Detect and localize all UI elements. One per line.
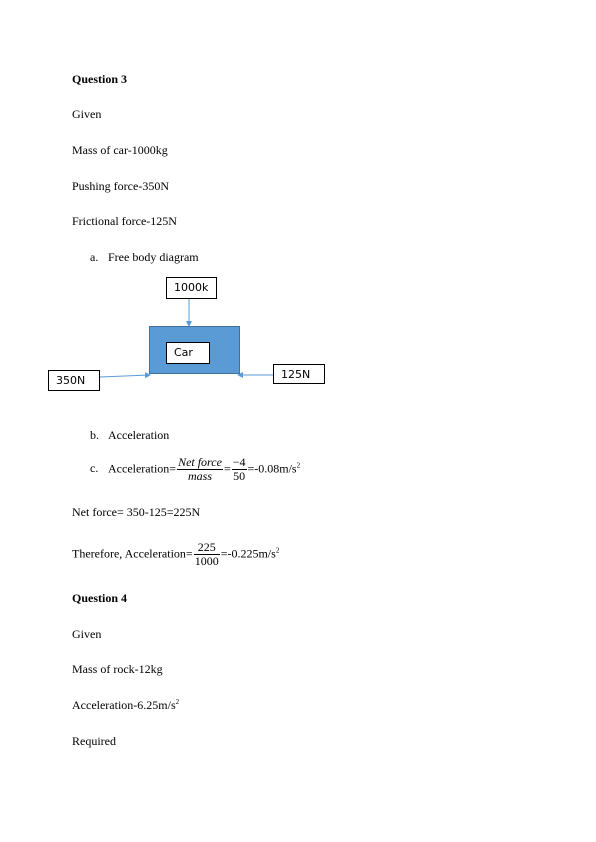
- pushing-force-text: Pushing force-350N: [72, 179, 169, 193]
- friction-force-label-box: 125N: [273, 364, 325, 384]
- frictional-force-text: Frictional force-125N: [72, 214, 177, 228]
- fraction-numerator: −4: [231, 455, 247, 470]
- q4-acceleration-line: Acceleration-6.25m/s2: [72, 698, 179, 713]
- fraction-denominator: mass: [187, 469, 212, 483]
- question-4-heading: Question 4: [72, 591, 128, 605]
- therefore-prefix: Therefore, Acceleration=: [72, 546, 193, 561]
- exponent: 2: [175, 698, 180, 706]
- fraction-denominator: 50: [233, 469, 246, 483]
- therefore-result: =-0.225m/s: [220, 546, 276, 561]
- item-a: a. Free body diagram: [90, 250, 199, 265]
- mass-of-rock-text: Mass of rock-12kg: [72, 662, 163, 676]
- required-label: Required: [72, 734, 116, 748]
- fraction-numerator: 225: [193, 541, 220, 555]
- item-a-marker: a.: [90, 250, 99, 264]
- item-c-prefix: Acceleration=: [108, 461, 177, 476]
- car-label-box: Car: [166, 342, 210, 364]
- fraction-numerator: Net force: [177, 455, 223, 470]
- item-c-marker: c.: [90, 461, 99, 476]
- mass-of-car-text: Mass of car-1000kg: [72, 143, 168, 157]
- exponent: 2: [296, 461, 301, 470]
- question-3-heading: Question 3: [72, 72, 128, 86]
- weight-label-box: 1000k: [166, 277, 217, 299]
- fraction-denominator: 1000: [194, 554, 219, 568]
- item-a-text: Free body diagram: [108, 250, 199, 264]
- push-force-label-box: 350N: [48, 370, 100, 391]
- item-b-marker: b.: [90, 428, 99, 442]
- given-label: Given: [72, 107, 102, 121]
- exponent: 2: [275, 546, 280, 555]
- item-b: b. Acceleration: [90, 428, 169, 443]
- acceleration-result: =-0.08m/s: [247, 461, 297, 476]
- net-force-text: Net force= 350-125=225N: [72, 505, 201, 519]
- q4-given-label: Given: [72, 627, 102, 641]
- push-arrow: [99, 372, 151, 379]
- equals-sign: =: [223, 461, 231, 476]
- q4-acceleration-text: Acceleration-6.25m/s: [72, 698, 176, 712]
- item-b-text: Acceleration: [108, 428, 170, 442]
